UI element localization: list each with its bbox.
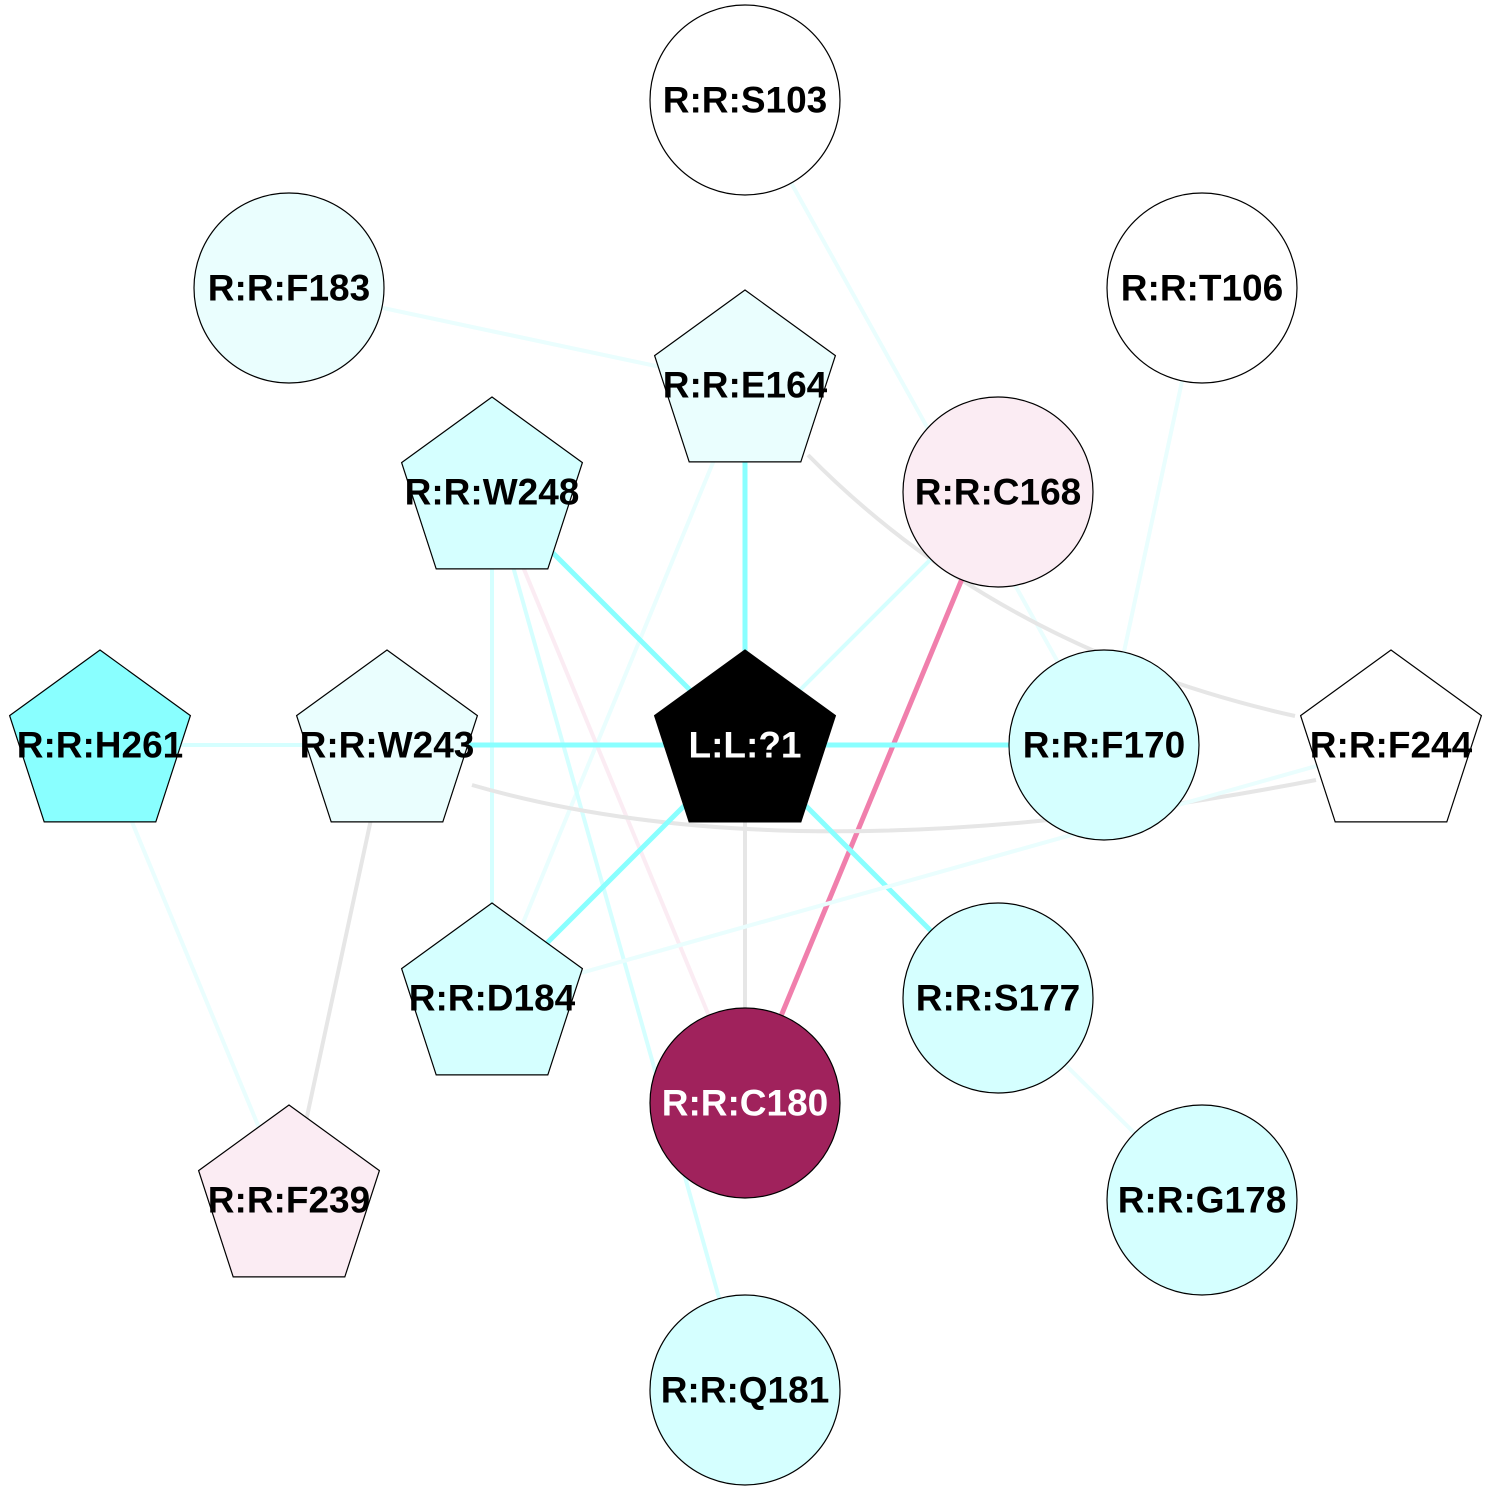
node-label: R:R:Q181 — [661, 1370, 830, 1411]
node-r-r-e164[interactable]: R:R:E164 — [653, 289, 837, 463]
node-label: R:R:E164 — [663, 365, 828, 406]
node-label: R:R:S177 — [916, 978, 1081, 1019]
node-label: R:R:W248 — [405, 472, 580, 513]
node-shape-pentagon — [1299, 649, 1483, 823]
node-r-r-s177[interactable]: R:R:S177 — [902, 902, 1094, 1094]
node-r-r-f239[interactable]: R:R:F239 — [197, 1104, 381, 1278]
node-label: R:R:D184 — [409, 978, 576, 1019]
node-shape-circle — [193, 192, 385, 384]
node-label: R:R:G178 — [1118, 1180, 1287, 1221]
edge-r-r-w248-to-r-r-q181 — [490, 491, 747, 1391]
edge-r-r-f244-to-r-r-d184 — [491, 743, 1392, 1000]
node-label: R:R:C168 — [915, 472, 1082, 513]
node-label: R:R:S103 — [663, 80, 828, 121]
node-r-r-h261[interactable]: R:R:H261 — [8, 649, 192, 823]
node-label: R:R:F239 — [208, 1180, 370, 1221]
node-shape-circle — [1106, 1104, 1298, 1296]
node-r-r-w248[interactable]: R:R:W248 — [400, 396, 584, 570]
node-r-r-g178[interactable]: R:R:G178 — [1106, 1104, 1298, 1296]
node-r-r-t106[interactable]: R:R:T106 — [1106, 192, 1298, 384]
node-label: L:L:?1 — [688, 725, 801, 766]
node-r-r-s103[interactable]: R:R:S103 — [649, 4, 841, 196]
node-r-r-c168[interactable]: R:R:C168 — [902, 396, 1094, 588]
node-shape-pentagon — [653, 289, 837, 463]
node-label: R:R:T106 — [1121, 268, 1283, 309]
node-shape-circle — [649, 1294, 841, 1486]
node-shape-pentagon — [653, 649, 837, 823]
node-label: R:R:F170 — [1023, 725, 1185, 766]
node-shape-circle — [649, 1007, 841, 1199]
node-r-r-f170[interactable]: R:R:F170 — [1008, 649, 1200, 841]
node-r-r-q181[interactable]: R:R:Q181 — [649, 1294, 841, 1486]
node-label: R:R:F244 — [1310, 725, 1473, 766]
node-shape-pentagon — [400, 902, 584, 1076]
node-r-r-w243[interactable]: R:R:W243 — [295, 649, 479, 823]
edge-r-r-e164-to-r-r-f244 — [806, 453, 1296, 718]
edge-r-r-s103-to-r-r-f170 — [743, 99, 1106, 746]
node-r-r-d184[interactable]: R:R:D184 — [400, 902, 584, 1076]
node-label: R:R:F183 — [208, 268, 370, 309]
node-shape-circle — [902, 396, 1094, 588]
node-label: R:R:W243 — [300, 725, 475, 766]
edge-r-r-w248-to-r-r-c180 — [490, 491, 747, 1104]
node-label: R:R:H261 — [17, 725, 184, 766]
node-r-r-f183[interactable]: R:R:F183 — [193, 192, 385, 384]
node-shape-pentagon — [8, 649, 192, 823]
node-shape-circle — [1106, 192, 1298, 384]
node-shape-pentagon — [197, 1104, 381, 1278]
node-shape-pentagon — [295, 649, 479, 823]
node-shape-circle — [902, 902, 1094, 1094]
edge-r-r-c168-to-r-r-c180 — [742, 491, 1001, 1104]
edge-r-r-e164-to-r-r-d184 — [490, 384, 747, 999]
node-r-r-c180[interactable]: R:R:C180 — [649, 1007, 841, 1199]
node-shape-circle — [649, 4, 841, 196]
node-shape-circle — [1008, 649, 1200, 841]
node-r-r-f244[interactable]: R:R:F244 — [1299, 649, 1483, 823]
nodes-layer: L:L:?1R:R:S103R:R:T106R:R:E164R:R:C168R:… — [8, 4, 1483, 1486]
node-label: R:R:C180 — [662, 1083, 829, 1124]
node-shape-pentagon — [400, 396, 584, 570]
node-l-l-1[interactable]: L:L:?1 — [653, 649, 837, 823]
